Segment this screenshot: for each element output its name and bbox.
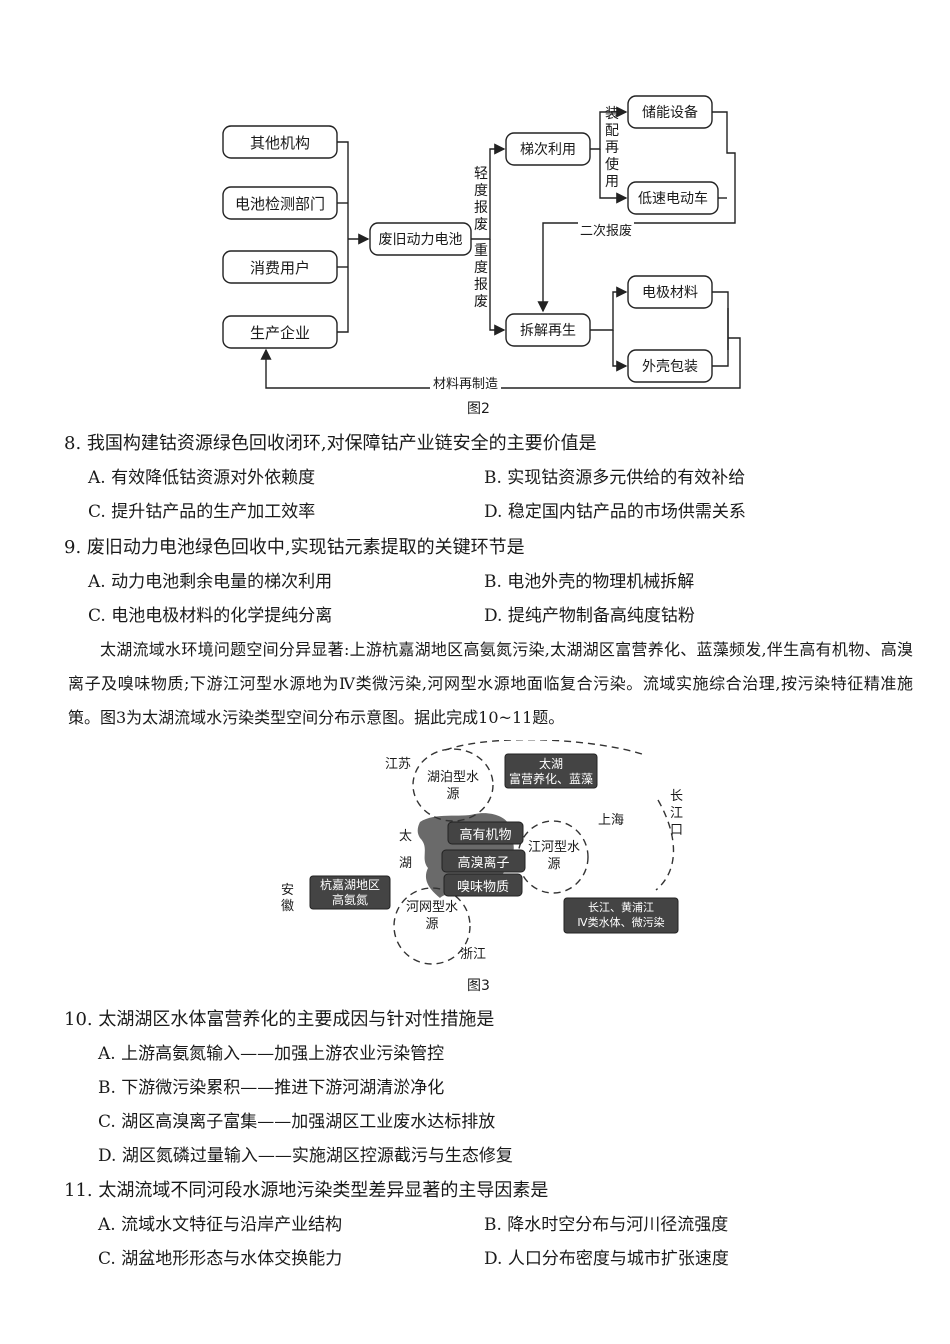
reassembly-label: 装配再使用 [605,106,619,190]
q10-option-a[interactable]: A. 上游高氨氮输入——加强上游农业污染管控 [98,1044,445,1064]
source-testing-label: 电池检测部门 [234,194,325,213]
ev-label: 低速电动车 [638,191,708,207]
passage-text: 太湖流域水环境问题空间分异显著:上游杭嘉湖地区高氨氮污染,太湖湖区富营养化、蓝藻… [68,640,913,727]
network-source-label: 河网型水源 [405,900,458,932]
jiangsu-label: 江苏 [385,757,412,772]
figure-2-caption: 图2 [467,401,490,417]
bromide-tag-box [441,849,526,873]
river-source-label: 江河型水源 [527,840,580,872]
q11-option-d[interactable]: D. 人口分布密度与城市扩张速度 [484,1249,729,1269]
figure-3-map [309,740,679,965]
odor-tag-box [443,873,523,897]
q9-option-c[interactable]: C. 电池电极材料的化学提纯分离 [88,606,333,626]
hangjiahu-tag-box [309,875,391,910]
changjiang-tag-box [563,897,679,934]
q9-option-b[interactable]: B. 电池外壳的物理机械拆解 [484,572,695,592]
changjiang-tag-line1: 长江、黄浦江 [588,901,654,914]
hangjiahu-tag-line2: 高氨氮 [331,893,368,907]
network-source-circle [393,887,471,965]
remanufacture-label: 材料再制造 [430,373,502,392]
q9-option-a[interactable]: A. 动力电池剩余电量的梯次利用 [88,572,333,592]
changjiang-tag: 长江、黄浦江 Ⅳ类水体、微污染 [564,900,678,930]
taihu-tag-box [504,753,598,789]
q11-option-a[interactable]: A. 流域水文特征与沿岸产业结构 [98,1215,343,1235]
q10-option-b[interactable]: B. 下游微污染累积——推进下游河湖清淤净化 [98,1078,445,1098]
center-label: 废旧动力电池 [378,232,463,248]
lake-source-label: 湖泊型水源 [426,770,479,802]
source-producer-label: 生产企业 [249,323,310,342]
storage-label: 储能设备 [642,105,698,121]
organics-tag-box [447,821,524,845]
cascade-label: 梯次利用 [520,142,576,158]
electrode-label: 电极材料 [642,285,698,301]
taihu-tag-line2: 富营养化、蓝藻 [508,772,593,786]
dismantle-label: 拆解再生 [520,323,576,339]
second-scrap-label: 二次报废 [578,220,635,239]
anhui-label: 安徽 [281,883,295,914]
q8-option-a[interactable]: A. 有效降低钴资源对外依赖度 [88,468,316,488]
q10-stem: 10. 太湖湖区水体富营养化的主要成因与针对性措施是 [64,1009,495,1030]
changjiang-kou-label: 长江口 [670,789,684,838]
taihu-tag: 太湖富营养化、蓝藻 [505,757,597,787]
q8-option-c[interactable]: C. 提升钴产品的生产加工效率 [88,502,316,522]
hangjiahu-tag: 杭嘉湖地区高氨氮 [310,878,390,908]
organics-tag: 高有机物 [459,828,512,843]
q11-stem: 11. 太湖流域不同河段水源地污染类型差异显著的主导因素是 [64,1180,549,1201]
zhejiang-label: 浙江 [460,947,487,962]
source-other-label: 其他机构 [249,133,310,152]
shanghai-label: 上海 [597,813,624,828]
changjiang-tag-line2: Ⅳ类水体、微污染 [577,916,665,929]
q8-option-b[interactable]: B. 实现钴资源多元供给的有效补给 [484,468,746,488]
q9-stem: 9. 废旧动力电池绿色回收中,实现钴元素提取的关键环节是 [64,537,525,558]
heavy-scrap-label: 重度报废 [474,243,488,310]
q10-option-d[interactable]: D. 湖区氮磷过量输入——实施湖区控源截污与生态修复 [98,1146,513,1166]
q9-option-d[interactable]: D. 提纯产物制备高纯度钴粉 [484,606,695,626]
q11-option-c[interactable]: C. 湖盆地形形态与水体交换能力 [98,1249,343,1269]
q8-stem: 8. 我国构建钴资源绿色回收闭环,对保障钴产业链安全的主要价值是 [64,433,597,454]
shell-label: 外壳包装 [642,359,698,375]
taihu-tag-line1: 太湖 [538,757,563,771]
source-consumer-label: 消费用户 [249,258,310,277]
odor-tag: 嗅味物质 [456,880,509,895]
q10-option-c[interactable]: C. 湖区高溴离子富集——加强湖区工业废水达标排放 [98,1112,496,1132]
bromide-tag: 高溴离子 [457,856,510,871]
figure-2-flowchart [222,95,741,389]
lake-source-circle [412,748,494,822]
hangjiahu-tag-line1: 杭嘉湖地区 [319,878,380,892]
figure-3-caption: 图3 [467,978,490,994]
taihu-map-label: 太湖 [399,829,413,871]
q11-option-b[interactable]: B. 降水时空分布与河川径流强度 [484,1215,729,1235]
q8-option-d[interactable]: D. 稳定国内钴产品的市场供需关系 [484,502,746,522]
light-scrap-label: 轻度报废 [474,166,488,233]
